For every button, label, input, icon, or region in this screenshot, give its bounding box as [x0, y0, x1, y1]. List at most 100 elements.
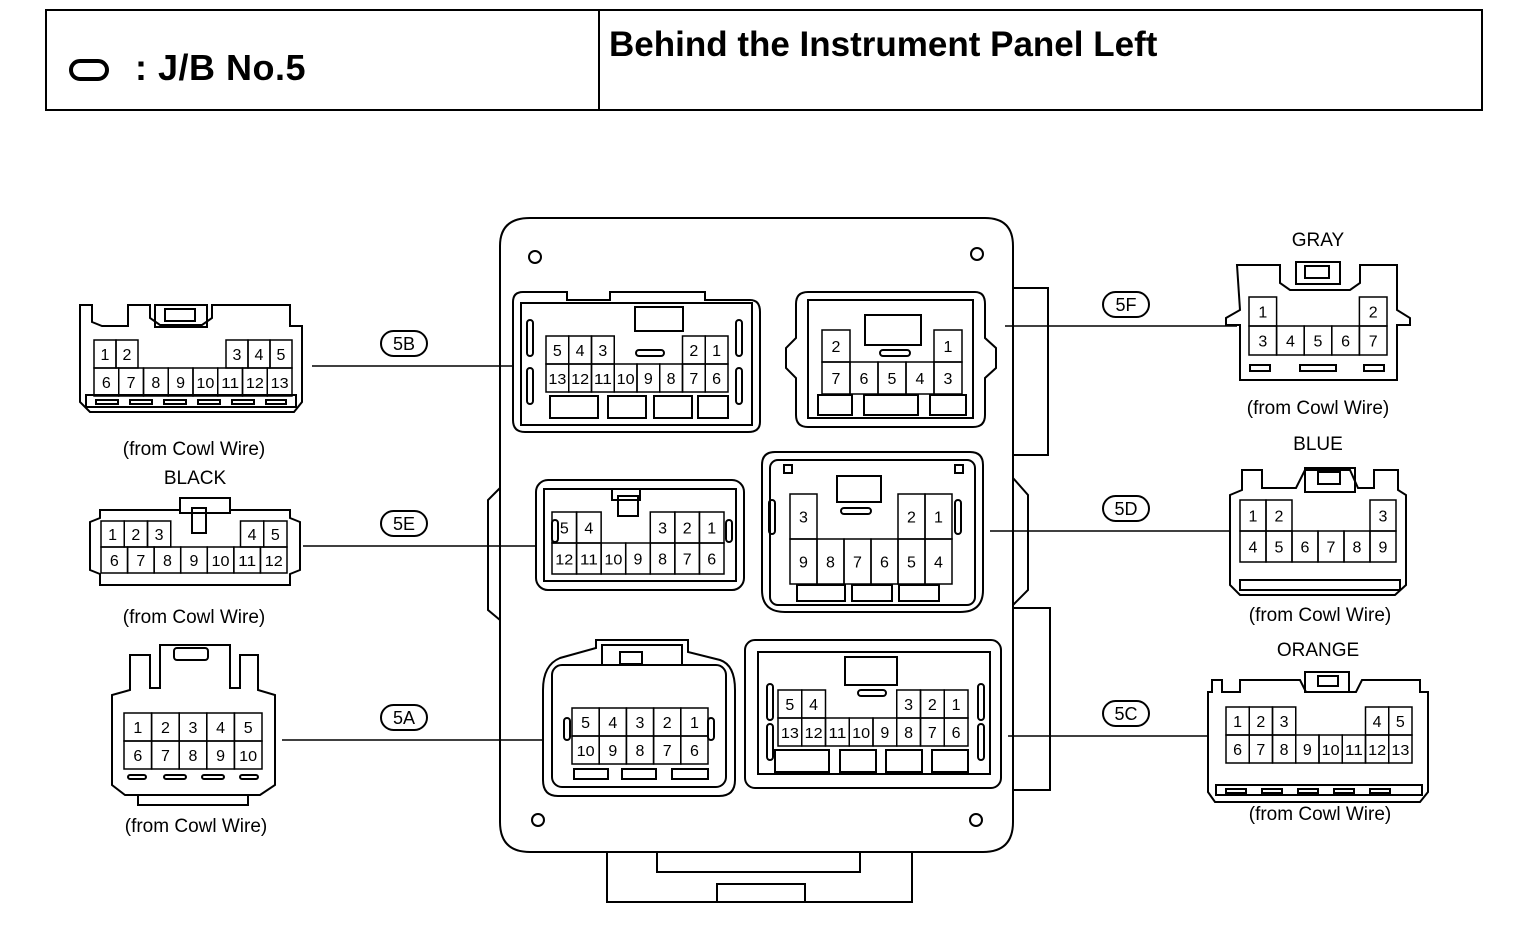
- pin-number: 6: [860, 371, 869, 388]
- pin-number: 3: [598, 343, 607, 360]
- callout-5f-circle: [1102, 291, 1150, 318]
- callout-5f-label: 5F: [1115, 295, 1136, 315]
- pin-number: 8: [636, 743, 645, 760]
- pin-number: 7: [1369, 333, 1378, 350]
- pin-number: 1: [690, 715, 699, 732]
- pin-number: 5: [1275, 539, 1284, 556]
- pin-number: 5: [907, 554, 916, 571]
- location-title: Behind the Instrument Panel Left: [609, 25, 1158, 64]
- pin-number: 5: [244, 720, 253, 737]
- pin-number: 5: [581, 715, 590, 732]
- caption-5f: (from Cowl Wire): [1247, 398, 1390, 419]
- caption-5a: (from Cowl Wire): [125, 816, 268, 837]
- pin-number: 8: [151, 375, 160, 392]
- pin-number: 1: [1233, 714, 1242, 731]
- pin-number: 4: [576, 343, 585, 360]
- pin-number: 7: [1256, 742, 1265, 759]
- pin-number: 7: [136, 553, 145, 570]
- pin-number: 6: [102, 375, 111, 392]
- pin-number: 3: [189, 720, 198, 737]
- leader-lines: [282, 325, 1237, 741]
- pin-number: 2: [832, 339, 841, 356]
- pin-number: 8: [904, 725, 913, 742]
- plug-5e-body: [89, 497, 301, 586]
- pin-number: 6: [133, 748, 142, 765]
- pin-number: 5: [277, 347, 286, 364]
- pin-number: 12: [265, 553, 283, 570]
- pin-number: 10: [852, 725, 870, 742]
- pin-number: 9: [644, 371, 653, 388]
- pin-number: 4: [809, 697, 818, 714]
- pin-number: 12: [571, 371, 589, 388]
- junction-block-symbol-icon: [69, 59, 109, 81]
- pin-number: 5: [785, 697, 794, 714]
- pin-number: 4: [1286, 333, 1295, 350]
- pin-number: 8: [658, 551, 667, 568]
- pin-number: 7: [1327, 539, 1336, 556]
- callout-5e-label: 5E: [393, 514, 415, 534]
- callout-5d-label: 5D: [1114, 499, 1137, 519]
- pin-number: 4: [916, 371, 925, 388]
- pin-cell: [233, 740, 263, 770]
- pin-number: 4: [1373, 714, 1382, 731]
- pin-number: 10: [577, 743, 595, 760]
- pin-number: 6: [707, 551, 716, 568]
- pin-number: 11: [580, 551, 598, 568]
- callout-5a-label: 5A: [393, 708, 415, 728]
- pin-number: 5: [1396, 714, 1405, 731]
- pin-number: 12: [805, 725, 823, 742]
- pin-number: 8: [667, 371, 676, 388]
- pin-number: 3: [155, 527, 164, 544]
- pin-number: 10: [239, 748, 257, 765]
- pin-number: 6: [1341, 333, 1350, 350]
- pin-number: 2: [683, 520, 692, 537]
- pin-number: 1: [952, 697, 961, 714]
- pin-number: 13: [271, 375, 289, 392]
- pin-number: 2: [123, 347, 132, 364]
- pin-number: 11: [828, 725, 846, 742]
- color-label-blue: BLUE: [1293, 434, 1343, 455]
- pin-cell: [1388, 734, 1413, 764]
- pin-number: 4: [608, 715, 617, 732]
- plug-5c-body: [1207, 671, 1429, 803]
- pin-number: 1: [1258, 304, 1267, 321]
- pin-number: 2: [928, 697, 937, 714]
- pin-number: 1: [712, 343, 721, 360]
- caption-5e: (from Cowl Wire): [123, 607, 266, 628]
- pin-number: 6: [690, 743, 699, 760]
- pin-number: 1: [133, 720, 142, 737]
- pin-number: 9: [216, 748, 225, 765]
- pin-number: 8: [1280, 742, 1289, 759]
- junction-block-body: [487, 217, 1051, 903]
- pin-number: 7: [683, 551, 692, 568]
- pin-number: 1: [707, 520, 716, 537]
- pin-number: 9: [190, 553, 199, 570]
- pin-number: 2: [689, 343, 698, 360]
- pin-number: 6: [712, 371, 721, 388]
- pin-number: 1: [944, 339, 953, 356]
- pin-cell: [933, 361, 963, 395]
- pin-number: 3: [799, 509, 808, 526]
- junction-block-label: : J/B No.5: [135, 47, 307, 88]
- pin-number: 4: [216, 720, 225, 737]
- pin-cell: [924, 538, 953, 585]
- jb-socket-5c: [744, 639, 1002, 789]
- pin-number: 7: [853, 554, 862, 571]
- pin-number: 3: [636, 715, 645, 732]
- pin-number: 2: [1275, 508, 1284, 525]
- pin-number: 1: [1249, 508, 1258, 525]
- pin-number: 9: [880, 725, 889, 742]
- pin-number: 3: [233, 347, 242, 364]
- jb-socket-5d: [761, 451, 984, 613]
- caption-5d: (from Cowl Wire): [1249, 605, 1392, 626]
- pin-number: 7: [161, 748, 170, 765]
